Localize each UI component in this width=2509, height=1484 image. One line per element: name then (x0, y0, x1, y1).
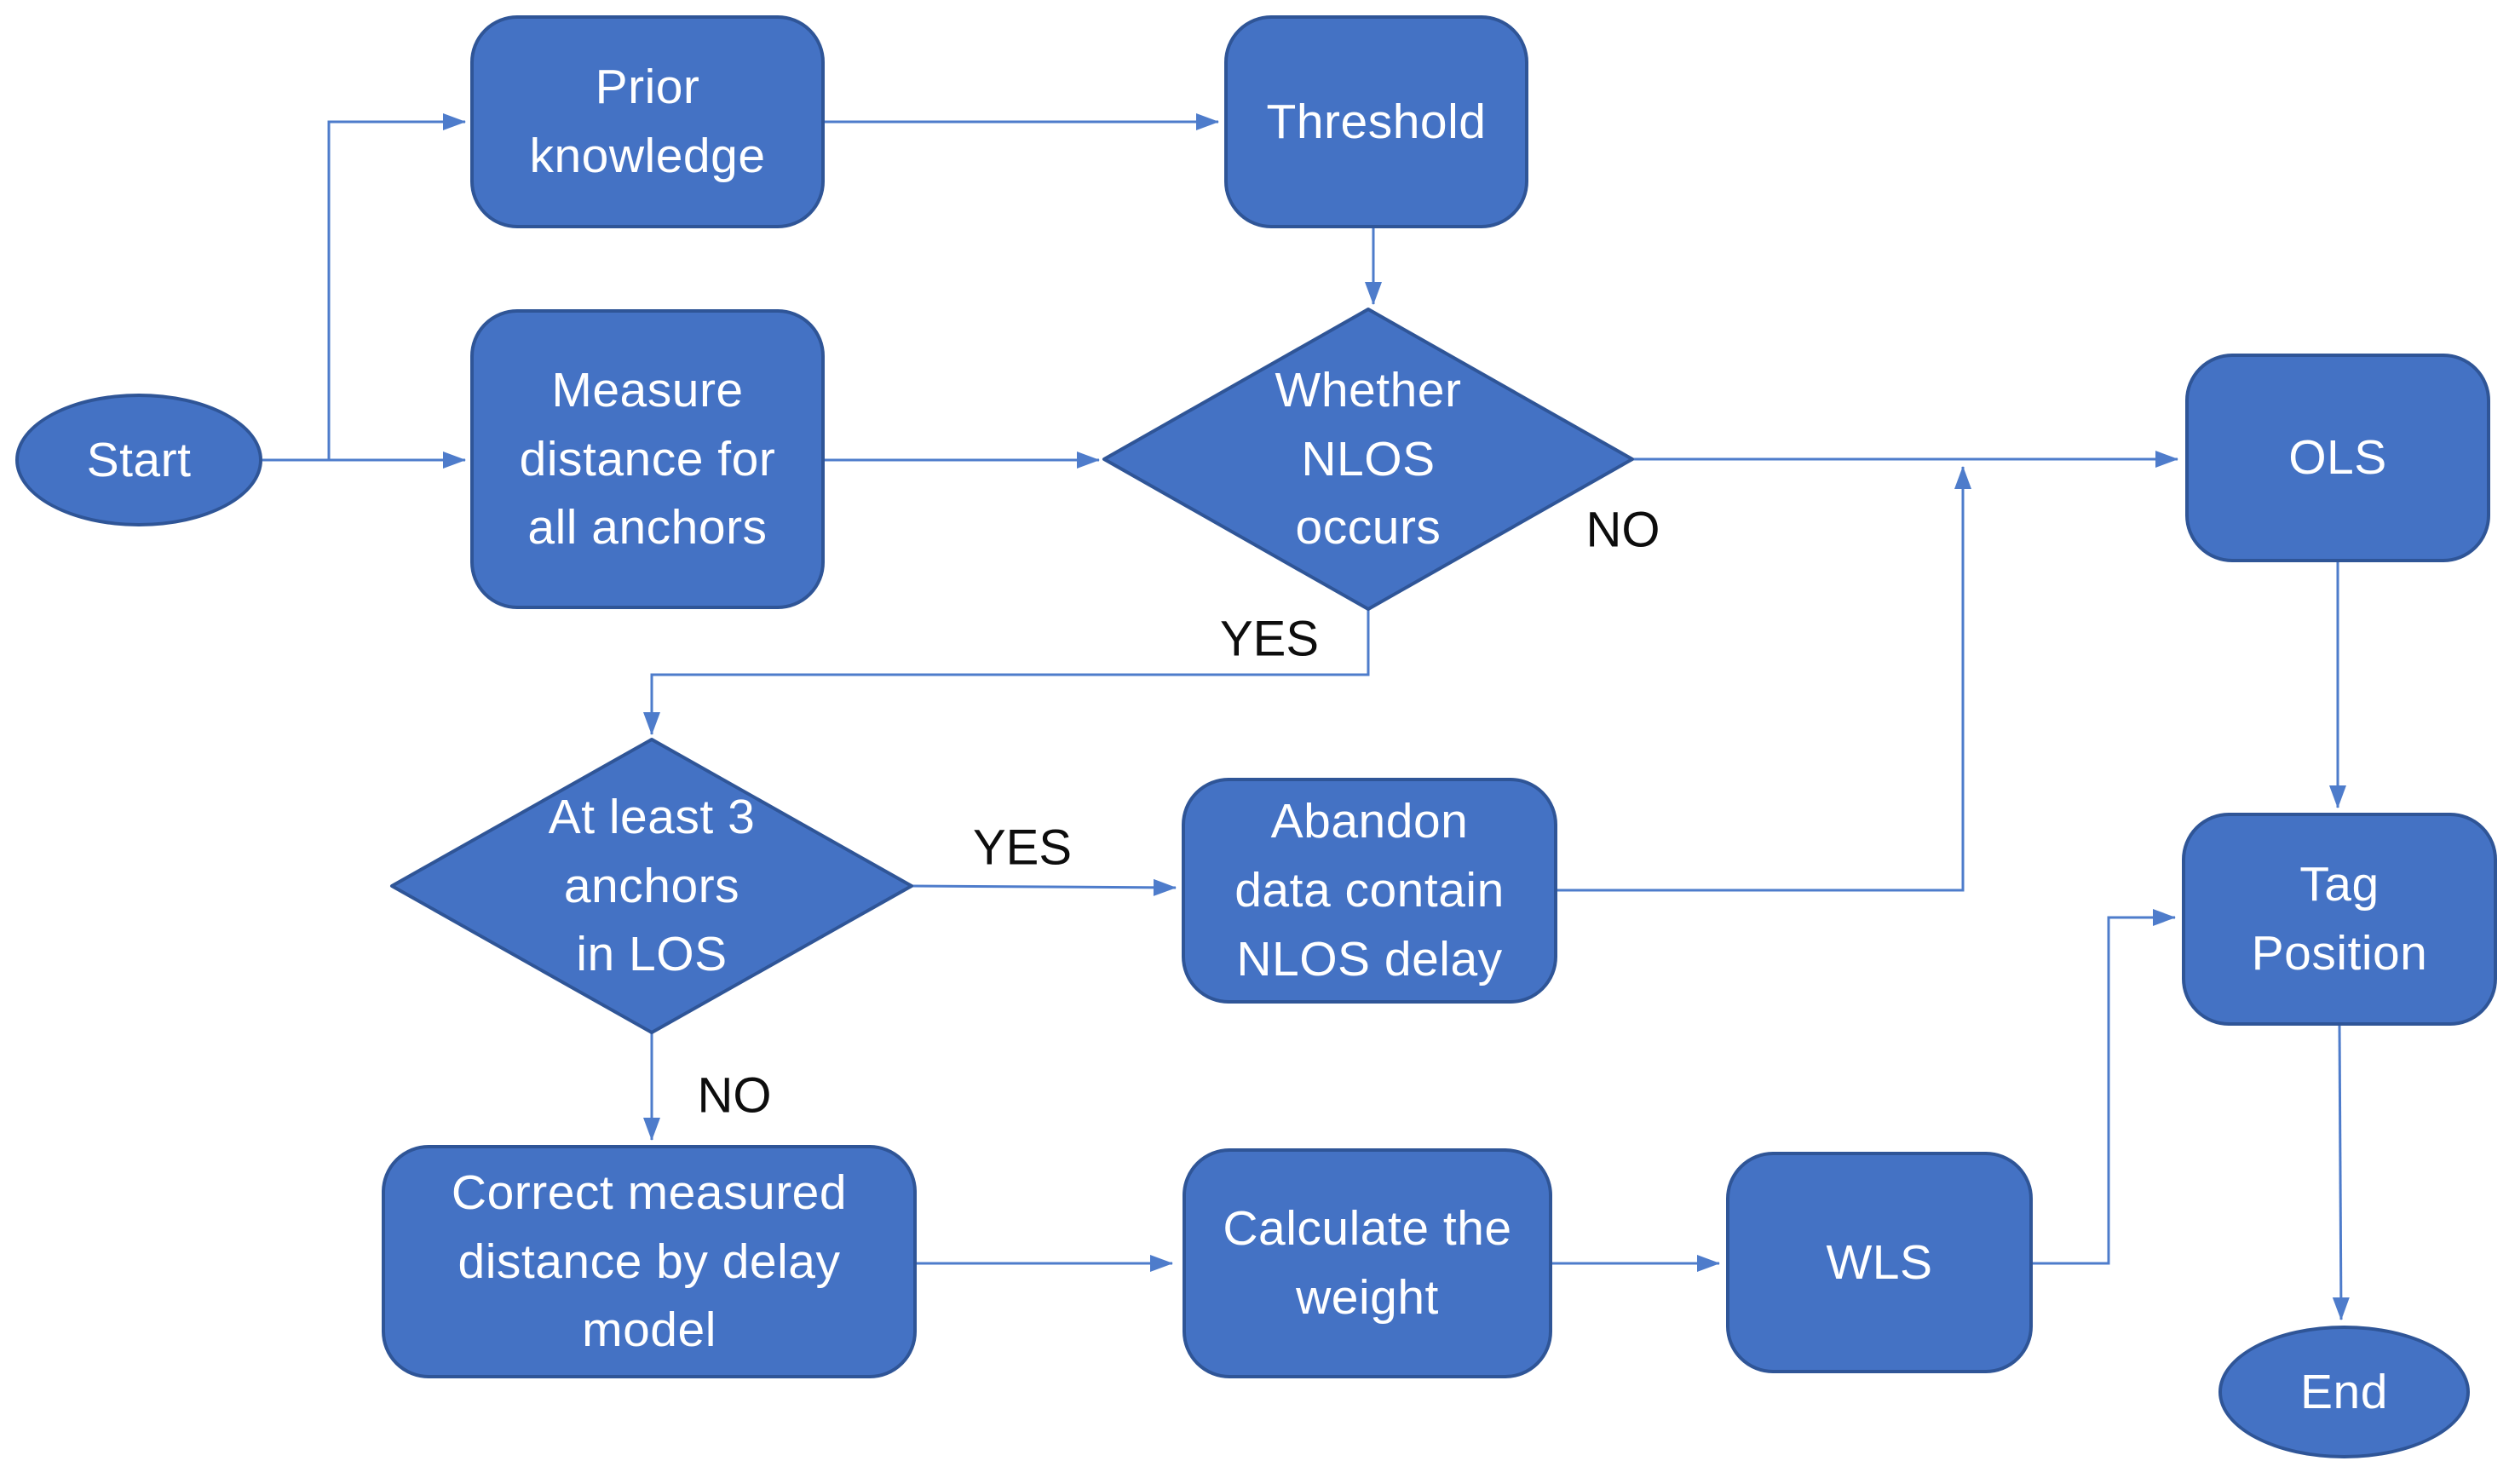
node-tag-position-label: Tag Position (2251, 857, 2428, 981)
node-at-least-3-anchors-label: At least 3 anchors in LOS (548, 789, 756, 982)
node-correct-measured-label: Correct measured distance by delay model (451, 1165, 848, 1358)
edge-abandon-to-ols (1557, 466, 1971, 892)
node-wls-label: WLS (1826, 1234, 1933, 1290)
node-threshold-label: Threshold (1266, 94, 1487, 149)
edge-label-whether-nlos-yes: YES (1219, 611, 1320, 667)
decision-at-least-3-anchors-shape (390, 738, 913, 1034)
edge-at-least-3-to-abandon (911, 878, 1177, 896)
node-measure-distance-label: Measure distance for all anchors (519, 362, 776, 555)
edge-wls-to-tag-position (2033, 909, 2176, 1265)
node-measure-distance: Measure distance for all anchors (470, 309, 825, 609)
edge-label-whether-nlos-no: NO (1585, 502, 1660, 558)
node-ols-label: OLS (2288, 430, 2387, 486)
node-calculate-weight: Calculate the weight (1183, 1148, 1552, 1378)
node-correct-measured: Correct measured distance by delay model (382, 1145, 917, 1378)
node-threshold: Threshold (1224, 15, 1528, 228)
node-tag-position: Tag Position (2182, 813, 2497, 1026)
edge-tag-position-to-end (2332, 1025, 2350, 1320)
node-start-label: Start (86, 432, 192, 487)
edge-label-at-least-3-yes: YES (972, 820, 1073, 876)
node-whether-nlos-label: Whether NLOS occurs (1275, 362, 1462, 555)
node-calculate-weight-label: Calculate the weight (1223, 1201, 1512, 1325)
node-end: End (2218, 1326, 2470, 1458)
edge-whether-nlos-to-at-least-3 (643, 609, 1370, 735)
node-abandon-data-label: Abandon data contain NLOS delay (1234, 794, 1505, 986)
node-prior-knowledge-label: Prior knowledge (529, 60, 766, 183)
node-end-label: End (2300, 1364, 2388, 1419)
node-start: Start (15, 394, 262, 526)
edge-start-to-prior-knowledge (327, 113, 466, 460)
node-wls: WLS (1726, 1152, 2033, 1373)
decision-whether-nlos-shape (1102, 308, 1634, 611)
node-abandon-data: Abandon data contain NLOS delay (1182, 778, 1557, 1004)
edge-label-at-least-3-no: NO (697, 1067, 772, 1124)
node-prior-knowledge: Prior knowledge (470, 15, 825, 228)
node-ols: OLS (2185, 354, 2490, 562)
